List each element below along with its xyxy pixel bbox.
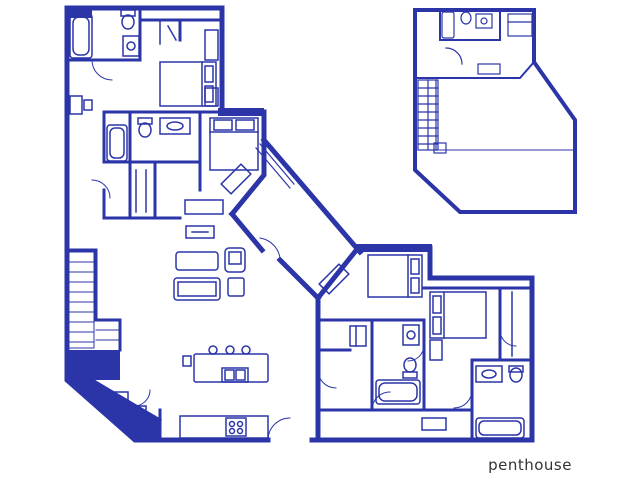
door-swings: [91, 59, 517, 441]
corner-block: [67, 350, 120, 380]
wall-block-mid: [218, 108, 264, 116]
windows: [255, 143, 481, 279]
floor-plan-caption: penthouse: [488, 456, 572, 474]
fixtures: [69, 9, 525, 439]
loft-fixtures: [417, 11, 533, 154]
loft-walls: [413, 8, 577, 214]
interior-walls: [65, 6, 534, 442]
loft-interior: [414, 9, 576, 151]
top-left-corner: [67, 8, 92, 18]
wall-block-right: [355, 244, 432, 252]
main-unit-walls: [64, 5, 535, 443]
main-stairs: [68, 251, 121, 349]
corner-wedge: [67, 378, 160, 440]
